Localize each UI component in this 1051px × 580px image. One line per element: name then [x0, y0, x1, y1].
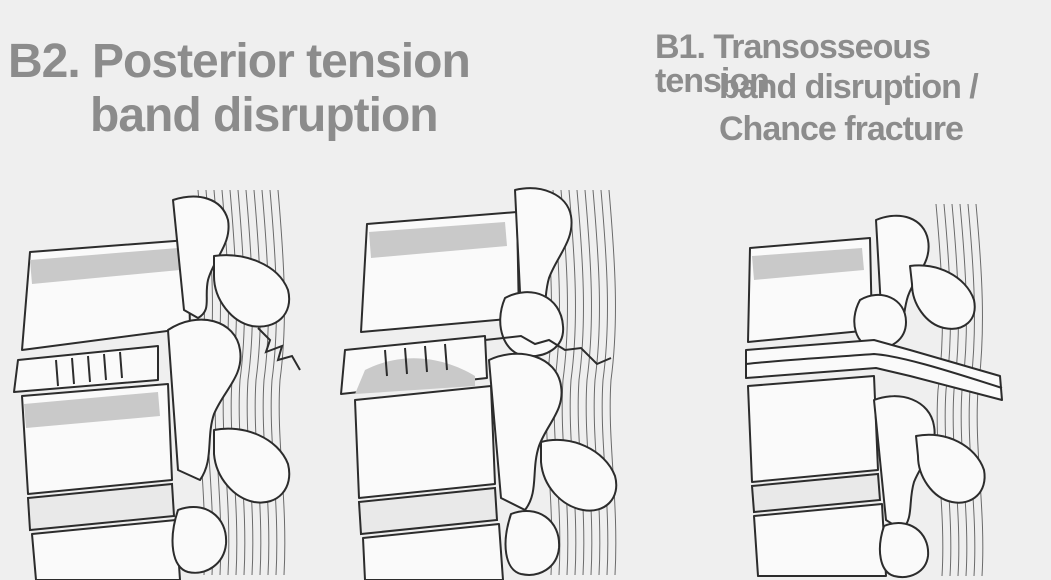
b2-panel: B2. Posterior tension band disruption	[0, 0, 640, 580]
b1-title-line2: band disruption /	[719, 70, 978, 104]
b1-chance-fracture-illustration	[740, 200, 1010, 580]
lower-vertebra-3	[748, 376, 985, 577]
upper-vertebra	[22, 197, 289, 350]
b1-panel: B1. Transosseous tension band disruption…	[640, 0, 1051, 580]
b2-osseous-illustration	[335, 180, 635, 580]
upper-vertebra-2	[361, 188, 572, 356]
b2-ligamentous-illustration	[8, 180, 328, 580]
b2-title-line1: B2. Posterior tension	[8, 38, 470, 86]
b2-title-line2: band disruption	[90, 92, 438, 140]
upper-vertebra-3	[748, 216, 975, 349]
b1-title-line3: Chance fracture	[719, 112, 963, 146]
